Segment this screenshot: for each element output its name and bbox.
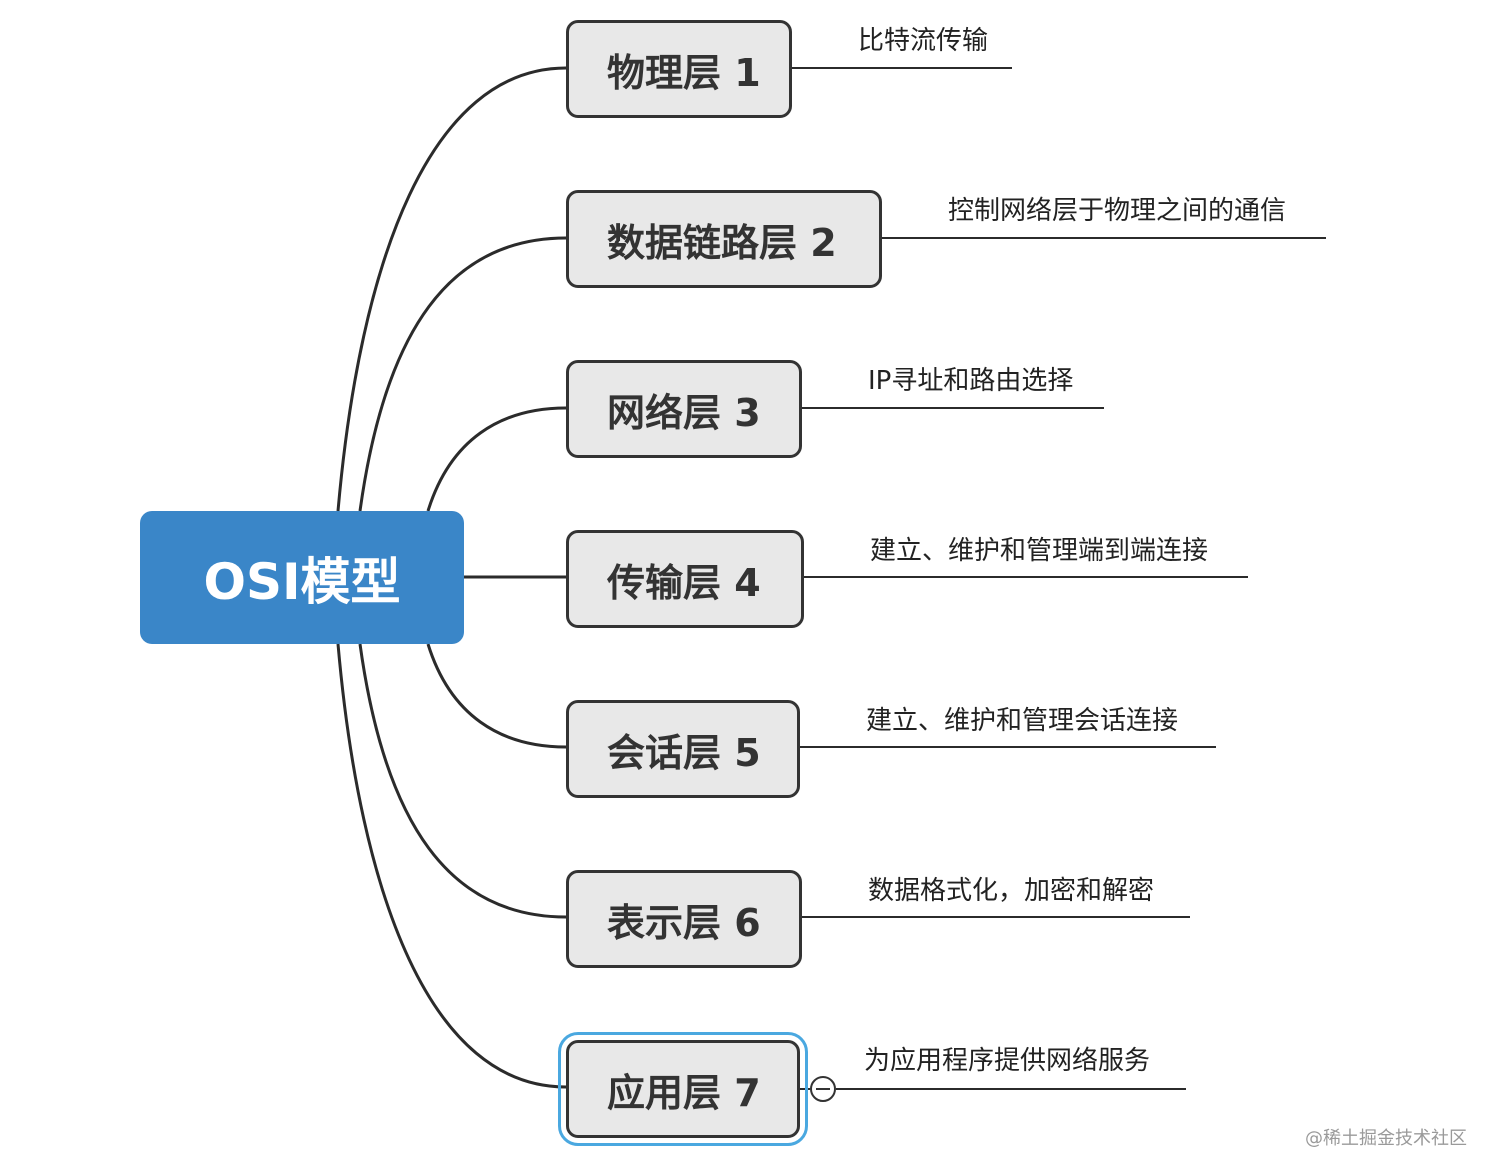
collapse-icon[interactable] [810, 1076, 836, 1102]
layer-description: 数据格式化，加密和解密 [868, 876, 1155, 906]
layer-label: 物理层 1 [607, 50, 761, 95]
layer-description: 建立、维护和管理会话连接 [866, 706, 1179, 736]
connector-curve [358, 236, 567, 512]
layer-node-application[interactable]: 应用层 7 [558, 1032, 808, 1146]
layer-description: 为应用程序提供网络服务 [864, 1046, 1151, 1076]
watermark: @稀土掘金技术社区 [1305, 1128, 1467, 1149]
layer-label: 会话层 5 [607, 730, 761, 775]
layer-label: 数据链路层 2 [607, 220, 837, 265]
layer-description: 比特流传输 [858, 26, 989, 56]
layer-description: 建立、维护和管理端到端连接 [870, 536, 1209, 566]
layer-label: 网络层 3 [607, 390, 761, 435]
layer-node-presentation[interactable]: 表示层 6 [566, 870, 802, 968]
layer-label: 应用层 7 [607, 1070, 761, 1115]
connector-curve [336, 643, 567, 1089]
layer-node-data-link[interactable]: 数据链路层 2 [566, 190, 882, 288]
layer-label: 表示层 6 [607, 900, 761, 945]
connector-curve [426, 643, 567, 749]
layer-label: 传输层 4 [607, 560, 761, 605]
layer-description: 控制网络层于物理之间的通信 [948, 196, 1287, 226]
layer-node-physical[interactable]: 物理层 1 [566, 20, 792, 118]
root-label: OSI模型 [203, 552, 401, 611]
connector-curve [426, 406, 567, 512]
layer-node-network[interactable]: 网络层 3 [566, 360, 802, 458]
connector-curve [336, 66, 567, 512]
root-node[interactable]: OSI模型 [140, 511, 464, 644]
connector-curve [358, 643, 567, 919]
layer-description: IP寻址和路由选择 [868, 366, 1074, 396]
layer-node-transport[interactable]: 传输层 4 [566, 530, 804, 628]
layer-node-session[interactable]: 会话层 5 [566, 700, 800, 798]
